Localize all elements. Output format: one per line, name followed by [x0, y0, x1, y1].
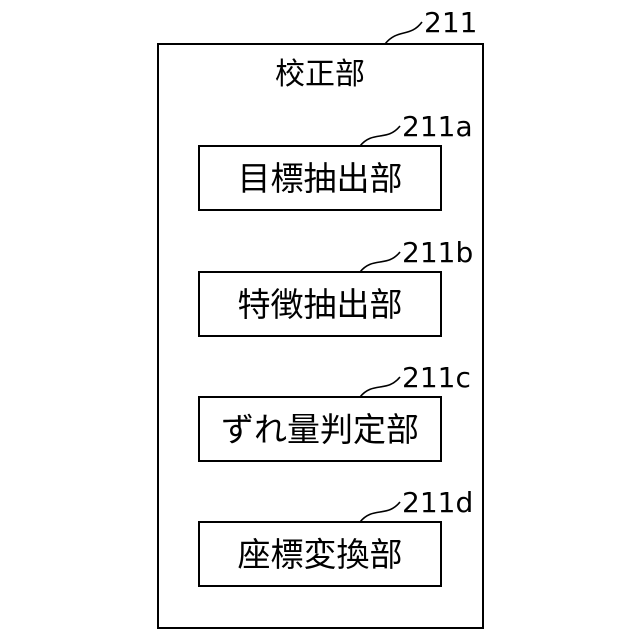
calibration-unit-leader-line: [385, 22, 422, 44]
coordinate-conversion-label: 座標変換部: [238, 535, 403, 574]
target-extraction-label: 目標抽出部: [238, 159, 403, 198]
calibration-unit-title: 校正部: [275, 57, 365, 92]
deviation-judgment-ref-label: 211c: [402, 361, 471, 394]
feature-extraction-ref-label: 211b: [402, 236, 473, 269]
deviation-judgment-label: ずれ量判定部: [221, 410, 419, 449]
coordinate-conversion-ref-label: 211d: [402, 486, 473, 519]
target-extraction-ref-label: 211a: [402, 110, 473, 143]
calibration-unit-ref-label: 211: [424, 6, 477, 39]
feature-extraction-label: 特徴抽出部: [238, 285, 403, 324]
